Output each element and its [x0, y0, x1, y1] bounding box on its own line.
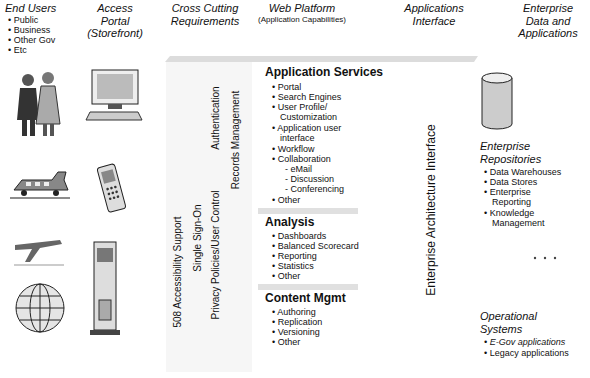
bullet-item: • Other — [272, 195, 300, 205]
vertical-label: Records Management — [230, 91, 242, 189]
column-heading: Cross Cutting Requirements — [166, 2, 244, 27]
separator-bar — [165, 56, 478, 62]
vertical-label: Authentication — [210, 86, 222, 149]
bullet-item: • Dashboards — [272, 231, 326, 241]
plane-icon — [14, 240, 64, 265]
bullet-item: • E-Gov applications — [484, 337, 565, 347]
column-heading: Enterprise Data and Applications — [510, 2, 586, 40]
section-heading: Application Services — [265, 66, 383, 80]
people-icon — [17, 72, 60, 136]
vertical-label: Privacy Policies/User Control — [210, 191, 222, 320]
vertical-label: 508 Accessibility Support — [172, 216, 184, 327]
column-subheading: (Application Capabilities) — [232, 15, 372, 24]
group-heading: Operational Systems — [480, 310, 570, 335]
sub-item: - eMail — [285, 164, 312, 174]
kiosk-icon — [90, 242, 120, 335]
bullet-item: • Search Engines — [272, 92, 341, 102]
bullet-item: • Collaboration — [272, 154, 331, 164]
bullet-item: • Other Gov — [8, 35, 55, 45]
bullet-item: • Knowledge Management — [484, 208, 554, 229]
bullet-item: • Other — [272, 271, 300, 281]
group-heading: Enterprise Repositories — [480, 140, 580, 165]
bullet-item: • Public — [8, 15, 38, 25]
bullet-item: • Authoring — [272, 307, 316, 317]
bullet-item: • Workflow — [272, 144, 315, 154]
bullet-item: • Data Warehouses — [484, 167, 561, 177]
bullet-item: • Replication — [272, 317, 322, 327]
column-heading: End Users — [5, 2, 56, 15]
cross-cutting-band — [166, 62, 252, 372]
bullet-item: • Legacy applications — [484, 348, 569, 358]
vertical-label: Enterprise Architecture Interface — [425, 124, 439, 295]
column-heading: Access Portal (Storefront) — [82, 2, 148, 40]
bullet-item: • Statistics — [272, 261, 314, 271]
section-heading: Content Mgmt — [265, 292, 346, 306]
phone-icon — [97, 164, 126, 213]
ellipsis-dots — [534, 257, 556, 259]
globe-icon — [16, 284, 64, 332]
sub-item: - Discussion — [285, 174, 334, 184]
bullet-item: • Data Stores — [484, 177, 537, 187]
bullet-item: • Enterprise Reporting — [484, 187, 554, 208]
bullet-item: • Reporting — [272, 251, 317, 261]
column-heading: Web Platform — [242, 2, 362, 15]
sub-item: - Conferencing — [285, 184, 344, 194]
column-heading: Applications Interface — [397, 2, 472, 27]
bullet-item: • User Profile/ Customization — [272, 102, 347, 123]
bullet-item: • Etc — [8, 45, 27, 55]
vehicle-icon — [10, 172, 70, 198]
bullet-item: • Application user interface — [272, 123, 364, 144]
separator-bar — [258, 208, 358, 214]
bullet-item: • Balanced Scorecard — [272, 241, 359, 251]
separator-bar — [258, 284, 358, 290]
computer-icon — [86, 70, 142, 120]
bullet-item: • Versioning — [272, 327, 320, 337]
bullet-item: • Portal — [272, 82, 301, 92]
vertical-label: Single Sign-On — [192, 204, 204, 271]
database-cylinder — [482, 73, 512, 129]
bullet-item: • Other — [272, 337, 300, 347]
section-heading: Analysis — [265, 216, 314, 230]
bullet-item: • Business — [8, 25, 50, 35]
